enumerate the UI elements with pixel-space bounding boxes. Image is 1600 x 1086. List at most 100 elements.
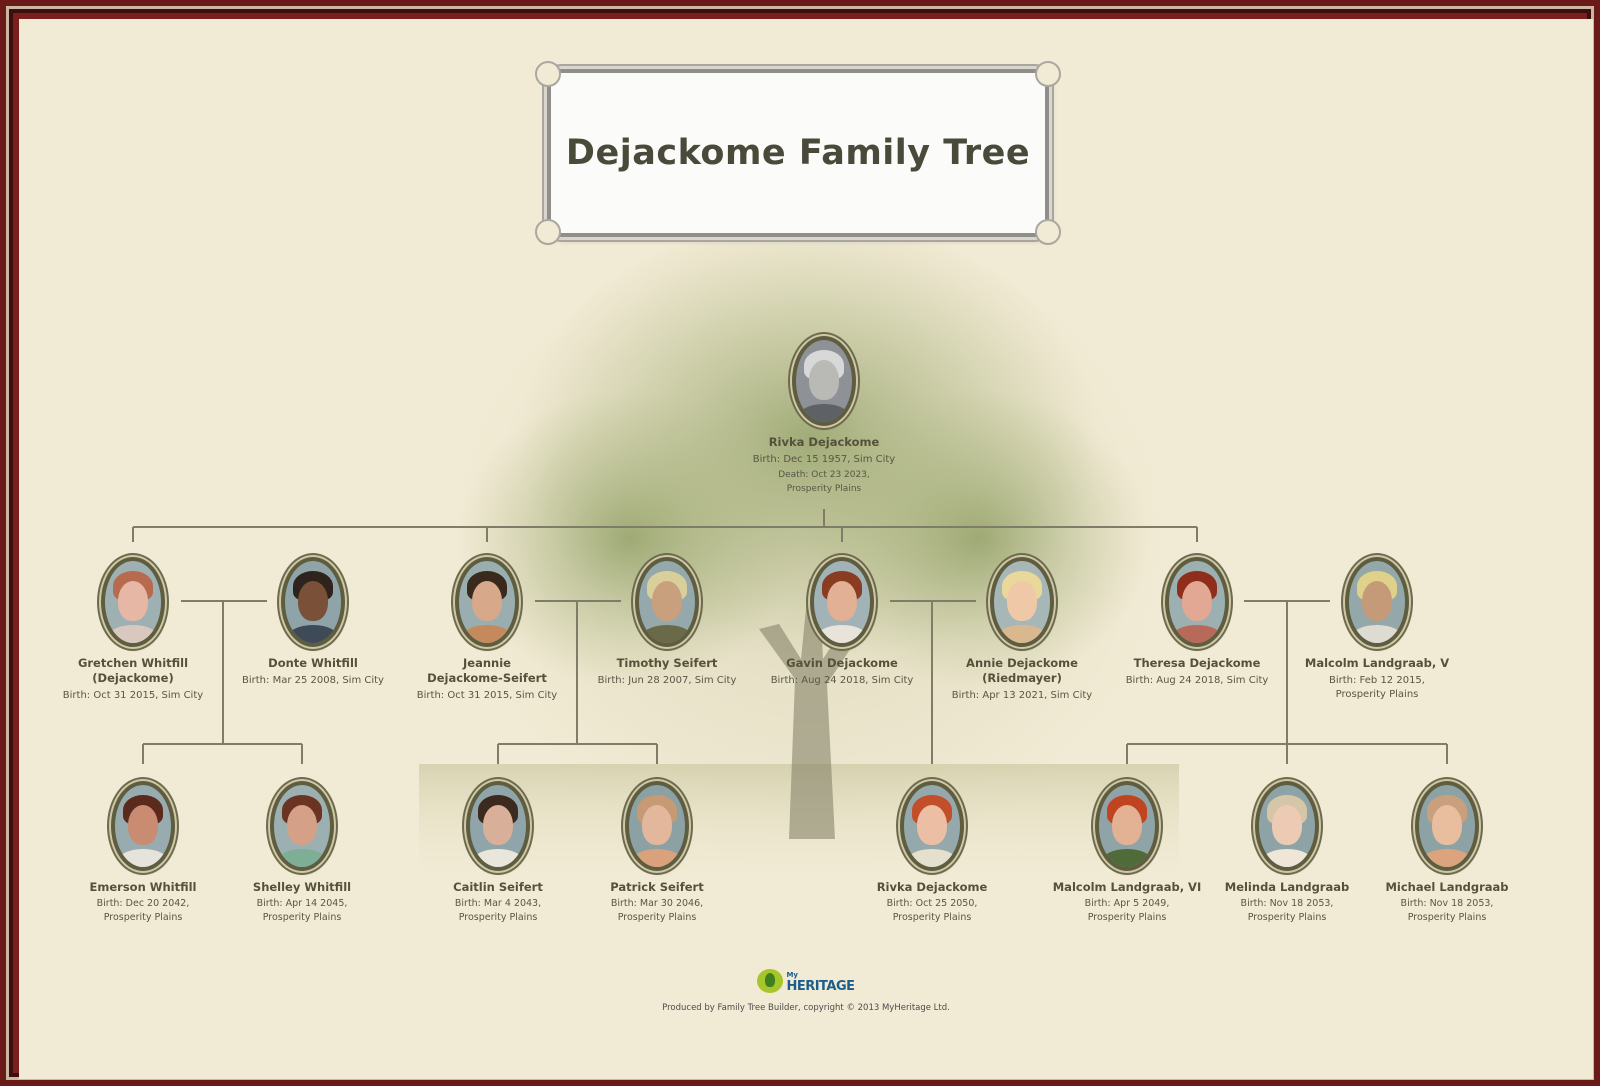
person-card[interactable]: Jeannie Dejackome-Seifert Birth: Oct 31 … xyxy=(402,557,572,703)
person-name: Gavin Dejackome xyxy=(786,656,898,670)
canopy-right xyxy=(809,389,1149,689)
birth-place: Prosperity Plains xyxy=(892,912,972,923)
birth-info: Birth: Aug 24 2018, Sim City xyxy=(770,675,914,686)
birth-info: Birth: Dec 20 2042, xyxy=(96,898,190,909)
person-card[interactable]: Michael Landgraab Birth: Nov 18 2053, Pr… xyxy=(1362,781,1532,925)
person-card[interactable]: Malcolm Landgraab, VI Birth: Apr 5 2049,… xyxy=(1042,781,1212,925)
person-name: Gretchen Whitfill xyxy=(77,656,189,670)
person-card[interactable]: Malcolm Landgraab, V Birth: Feb 12 2015,… xyxy=(1292,557,1462,702)
birth-info: Birth: Oct 31 2015, Sim City xyxy=(62,690,204,701)
person-name: Jeannie xyxy=(463,656,511,670)
avatar xyxy=(281,557,345,647)
person-name: Emerson Whitfill xyxy=(89,880,197,894)
birth-info: Birth: Mar 4 2043, xyxy=(454,898,542,909)
person-name: Rivka Dejackome xyxy=(876,880,988,894)
title-banner: Dejackome Family Tree xyxy=(535,61,1061,245)
avatar xyxy=(900,781,964,871)
avatar xyxy=(111,781,175,871)
birth-info: Birth: Oct 25 2050, xyxy=(886,898,978,909)
avatar xyxy=(990,557,1054,647)
person-name: Theresa Dejackome xyxy=(1133,656,1261,670)
canopy-left xyxy=(459,389,799,689)
avatar xyxy=(635,557,699,647)
birth-place: Prosperity Plains xyxy=(262,912,342,923)
birth-info: Birth: Mar 30 2046, xyxy=(610,898,704,909)
person-card[interactable]: Melinda Landgraab Birth: Nov 18 2053, Pr… xyxy=(1202,781,1372,925)
birth-info: Birth: Nov 18 2053, xyxy=(1400,898,1494,909)
birth-place: Prosperity Plains xyxy=(617,912,697,923)
ornament-icon xyxy=(535,219,561,245)
birth-info: Birth: Aug 24 2018, Sim City xyxy=(1125,675,1269,686)
person-name: Annie Dejackome xyxy=(966,656,1078,670)
death-info: Death: Oct 23 2023, xyxy=(778,470,870,480)
person-card[interactable]: Timothy Seifert Birth: Jun 28 2007, Sim … xyxy=(582,557,752,688)
copyright-text: Produced by Family Tree Builder, copyrig… xyxy=(662,1003,950,1013)
birth-info: Birth: Jun 28 2007, Sim City xyxy=(597,675,737,686)
person-card[interactable]: Shelley Whitfill Birth: Apr 14 2045, Pro… xyxy=(217,781,387,925)
avatar xyxy=(101,557,165,647)
person-card[interactable]: Gretchen Whitfill (Dejackome) Birth: Oct… xyxy=(48,557,218,703)
footer: My HERITAGE Produced by Family Tree Buil… xyxy=(19,969,1593,1013)
person-name: Patrick Seifert xyxy=(610,880,704,894)
avatar xyxy=(270,781,334,871)
birth-info: Birth: Apr 13 2021, Sim City xyxy=(951,690,1093,701)
person-name: Michael Landgraab xyxy=(1385,880,1509,894)
person-name: Rivka Dejackome xyxy=(768,435,880,449)
person-name-line2: Dejackome-Seifert xyxy=(427,671,547,685)
birth-place: Prosperity Plains xyxy=(1087,912,1167,923)
person-name: Malcolm Landgraab, VI xyxy=(1052,880,1202,894)
birth-place: Prosperity Plains xyxy=(1335,689,1419,700)
person-name-line2: (Riedmayer) xyxy=(982,671,1062,685)
birth-info: Birth: Dec 15 1957, Sim City xyxy=(752,454,896,465)
ornament-icon xyxy=(535,61,561,87)
avatar xyxy=(1095,781,1159,871)
avatar xyxy=(625,781,689,871)
avatar xyxy=(466,781,530,871)
birth-info: Birth: Nov 18 2053, xyxy=(1240,898,1334,909)
birth-place: Prosperity Plains xyxy=(103,912,183,923)
avatar xyxy=(1415,781,1479,871)
death-place: Prosperity Plains xyxy=(786,484,862,494)
birth-info: Birth: Mar 25 2008, Sim City xyxy=(242,675,384,686)
person-name: Caitlin Seifert xyxy=(453,880,543,894)
page-title: Dejackome Family Tree xyxy=(565,133,1031,173)
ornament-icon xyxy=(1035,219,1061,245)
logo-prefix: My xyxy=(786,971,798,979)
tree-logo-icon xyxy=(757,969,784,993)
person-name-line2: (Dejackome) xyxy=(92,671,174,685)
person-name: Malcolm Landgraab, V xyxy=(1304,656,1450,670)
connector-lines xyxy=(132,509,1448,764)
birth-place: Prosperity Plains xyxy=(1407,912,1487,923)
person-card[interactable]: Donte Whitfill Birth: Mar 25 2008, Sim C… xyxy=(228,557,398,688)
logo-text: HERITAGE xyxy=(786,979,855,994)
myheritage-logo[interactable]: My HERITAGE xyxy=(757,969,855,994)
person-card[interactable]: Theresa Dejackome Birth: Aug 24 2018, Si… xyxy=(1112,557,1282,688)
birth-place: Prosperity Plains xyxy=(458,912,538,923)
birth-info: Birth: Oct 31 2015, Sim City xyxy=(416,690,558,701)
avatar xyxy=(455,557,519,647)
person-name: Shelley Whitfill xyxy=(252,880,352,894)
person-card[interactable]: Annie Dejackome (Riedmayer) Birth: Apr 1… xyxy=(937,557,1107,703)
person-card-root[interactable]: Rivka Dejackome Birth: Dec 15 1957, Sim … xyxy=(739,336,909,497)
person-card[interactable]: Emerson Whitfill Birth: Dec 20 2042, Pro… xyxy=(58,781,228,925)
birth-info: Birth: Feb 12 2015, xyxy=(1329,675,1425,686)
person-name: Donte Whitfill xyxy=(268,656,358,670)
birth-info: Birth: Apr 14 2045, xyxy=(256,898,348,909)
avatar xyxy=(1255,781,1319,871)
tree-illustration xyxy=(132,199,1448,884)
person-card[interactable]: Patrick Seifert Birth: Mar 30 2046, Pros… xyxy=(572,781,742,925)
person-card[interactable]: Caitlin Seifert Birth: Mar 4 2043, Prosp… xyxy=(413,781,583,925)
avatar xyxy=(810,557,874,647)
birth-place: Prosperity Plains xyxy=(1247,912,1327,923)
person-name: Timothy Seifert xyxy=(616,656,718,670)
avatar xyxy=(1345,557,1409,647)
tree-canvas: Dejackome Family Tree Rivka Dejackome Bi… xyxy=(19,19,1593,1079)
person-card[interactable]: Rivka Dejackome Birth: Oct 25 2050, Pros… xyxy=(847,781,1017,925)
person-card[interactable]: Gavin Dejackome Birth: Aug 24 2018, Sim … xyxy=(757,557,927,688)
person-name: Melinda Landgraab xyxy=(1224,880,1350,894)
avatar xyxy=(792,336,856,426)
avatar xyxy=(1165,557,1229,647)
birth-info: Birth: Apr 5 2049, xyxy=(1084,898,1170,909)
ornament-icon xyxy=(1035,61,1061,87)
